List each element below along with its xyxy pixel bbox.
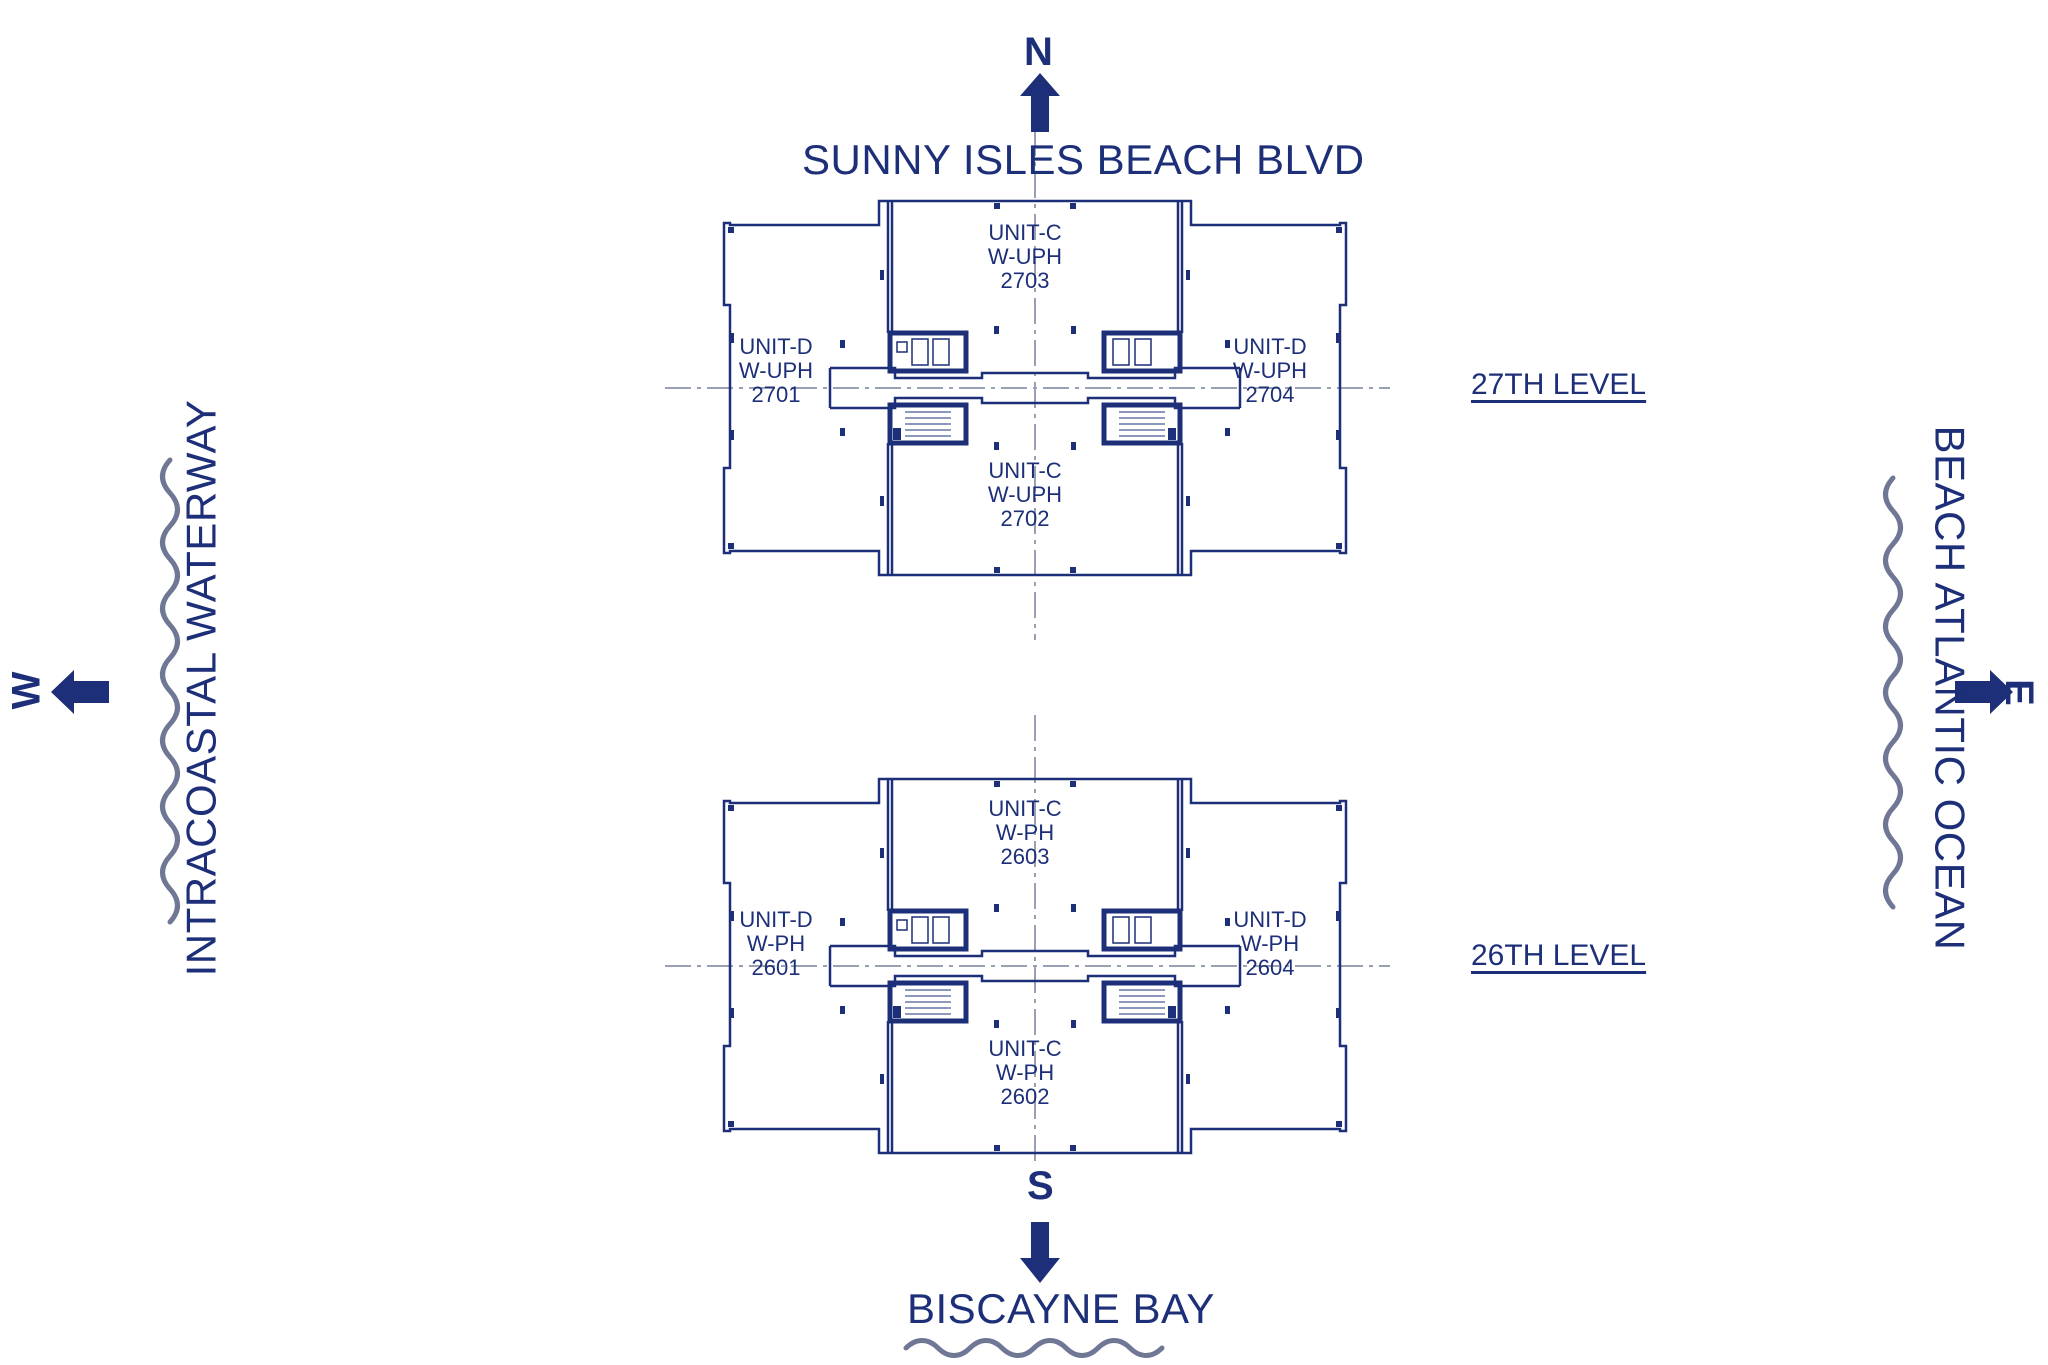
unit-2701-label: UNIT-D W-UPH 2701 xyxy=(716,335,836,407)
compass-east-label: E xyxy=(1996,679,2041,706)
unit-2702-label: UNIT-C W-UPH 2702 xyxy=(965,459,1085,531)
street-north-label: SUNNY ISLES BEACH BLVD xyxy=(802,136,1365,183)
level-26-label: 26TH LEVEL xyxy=(1471,939,1647,972)
unit-2601-label: UNIT-D W-PH 2601 xyxy=(716,908,836,980)
unit-type: UNIT-D xyxy=(739,334,813,359)
unit-type: UNIT-D xyxy=(739,907,813,932)
unit-number: 2701 xyxy=(751,382,801,407)
compass-south-label: S xyxy=(1027,1164,1054,1208)
unit-number: 2601 xyxy=(751,955,801,980)
unit-2603-label: UNIT-C W-PH 2603 xyxy=(965,797,1085,869)
unit-number: 2703 xyxy=(1000,268,1050,293)
unit-type: UNIT-C xyxy=(988,1036,1062,1061)
unit-model: W-UPH xyxy=(987,244,1063,269)
unit-number: 2603 xyxy=(1000,844,1050,869)
unit-model: W-PH xyxy=(995,820,1055,845)
level-27-label: 27TH LEVEL xyxy=(1471,368,1647,401)
unit-model: W-PH xyxy=(1240,931,1300,956)
north-arrow-icon xyxy=(1020,73,1060,132)
unit-type: UNIT-D xyxy=(1233,334,1307,359)
compass-north-label: N xyxy=(1024,30,1053,74)
unit-2703-label: UNIT-C W-UPH 2703 xyxy=(965,221,1085,293)
unit-2704-label: UNIT-D W-UPH 2704 xyxy=(1210,335,1330,407)
street-south-label: BISCAYNE BAY xyxy=(907,1285,1215,1332)
unit-model: W-PH xyxy=(746,931,806,956)
unit-number: 2602 xyxy=(1000,1084,1050,1109)
unit-model: W-UPH xyxy=(987,482,1063,507)
unit-model: W-UPH xyxy=(738,358,814,383)
street-west-label: INTRACOASTAL WATERWAY xyxy=(177,399,225,977)
west-arrow-icon xyxy=(51,670,109,714)
water-wave-icon xyxy=(1883,475,1903,910)
water-wave-icon xyxy=(160,457,180,925)
water-wave-icon xyxy=(903,1338,1165,1358)
unit-number: 2702 xyxy=(1000,506,1050,531)
unit-type: UNIT-C xyxy=(988,796,1062,821)
street-east-label: BEACH ATLANTIC OCEAN xyxy=(1926,425,1974,951)
compass-west-label: W xyxy=(4,671,49,710)
unit-model: W-PH xyxy=(995,1060,1055,1085)
east-arrow-icon xyxy=(1955,670,2013,714)
south-arrow-icon xyxy=(1020,1222,1060,1283)
unit-model: W-UPH xyxy=(1232,358,1308,383)
unit-2602-label: UNIT-C W-PH 2602 xyxy=(965,1037,1085,1109)
unit-type: UNIT-D xyxy=(1233,907,1307,932)
unit-type: UNIT-C xyxy=(988,220,1062,245)
unit-number: 2604 xyxy=(1245,955,1295,980)
unit-2604-label: UNIT-D W-PH 2604 xyxy=(1210,908,1330,980)
unit-number: 2704 xyxy=(1245,382,1295,407)
unit-type: UNIT-C xyxy=(988,458,1062,483)
